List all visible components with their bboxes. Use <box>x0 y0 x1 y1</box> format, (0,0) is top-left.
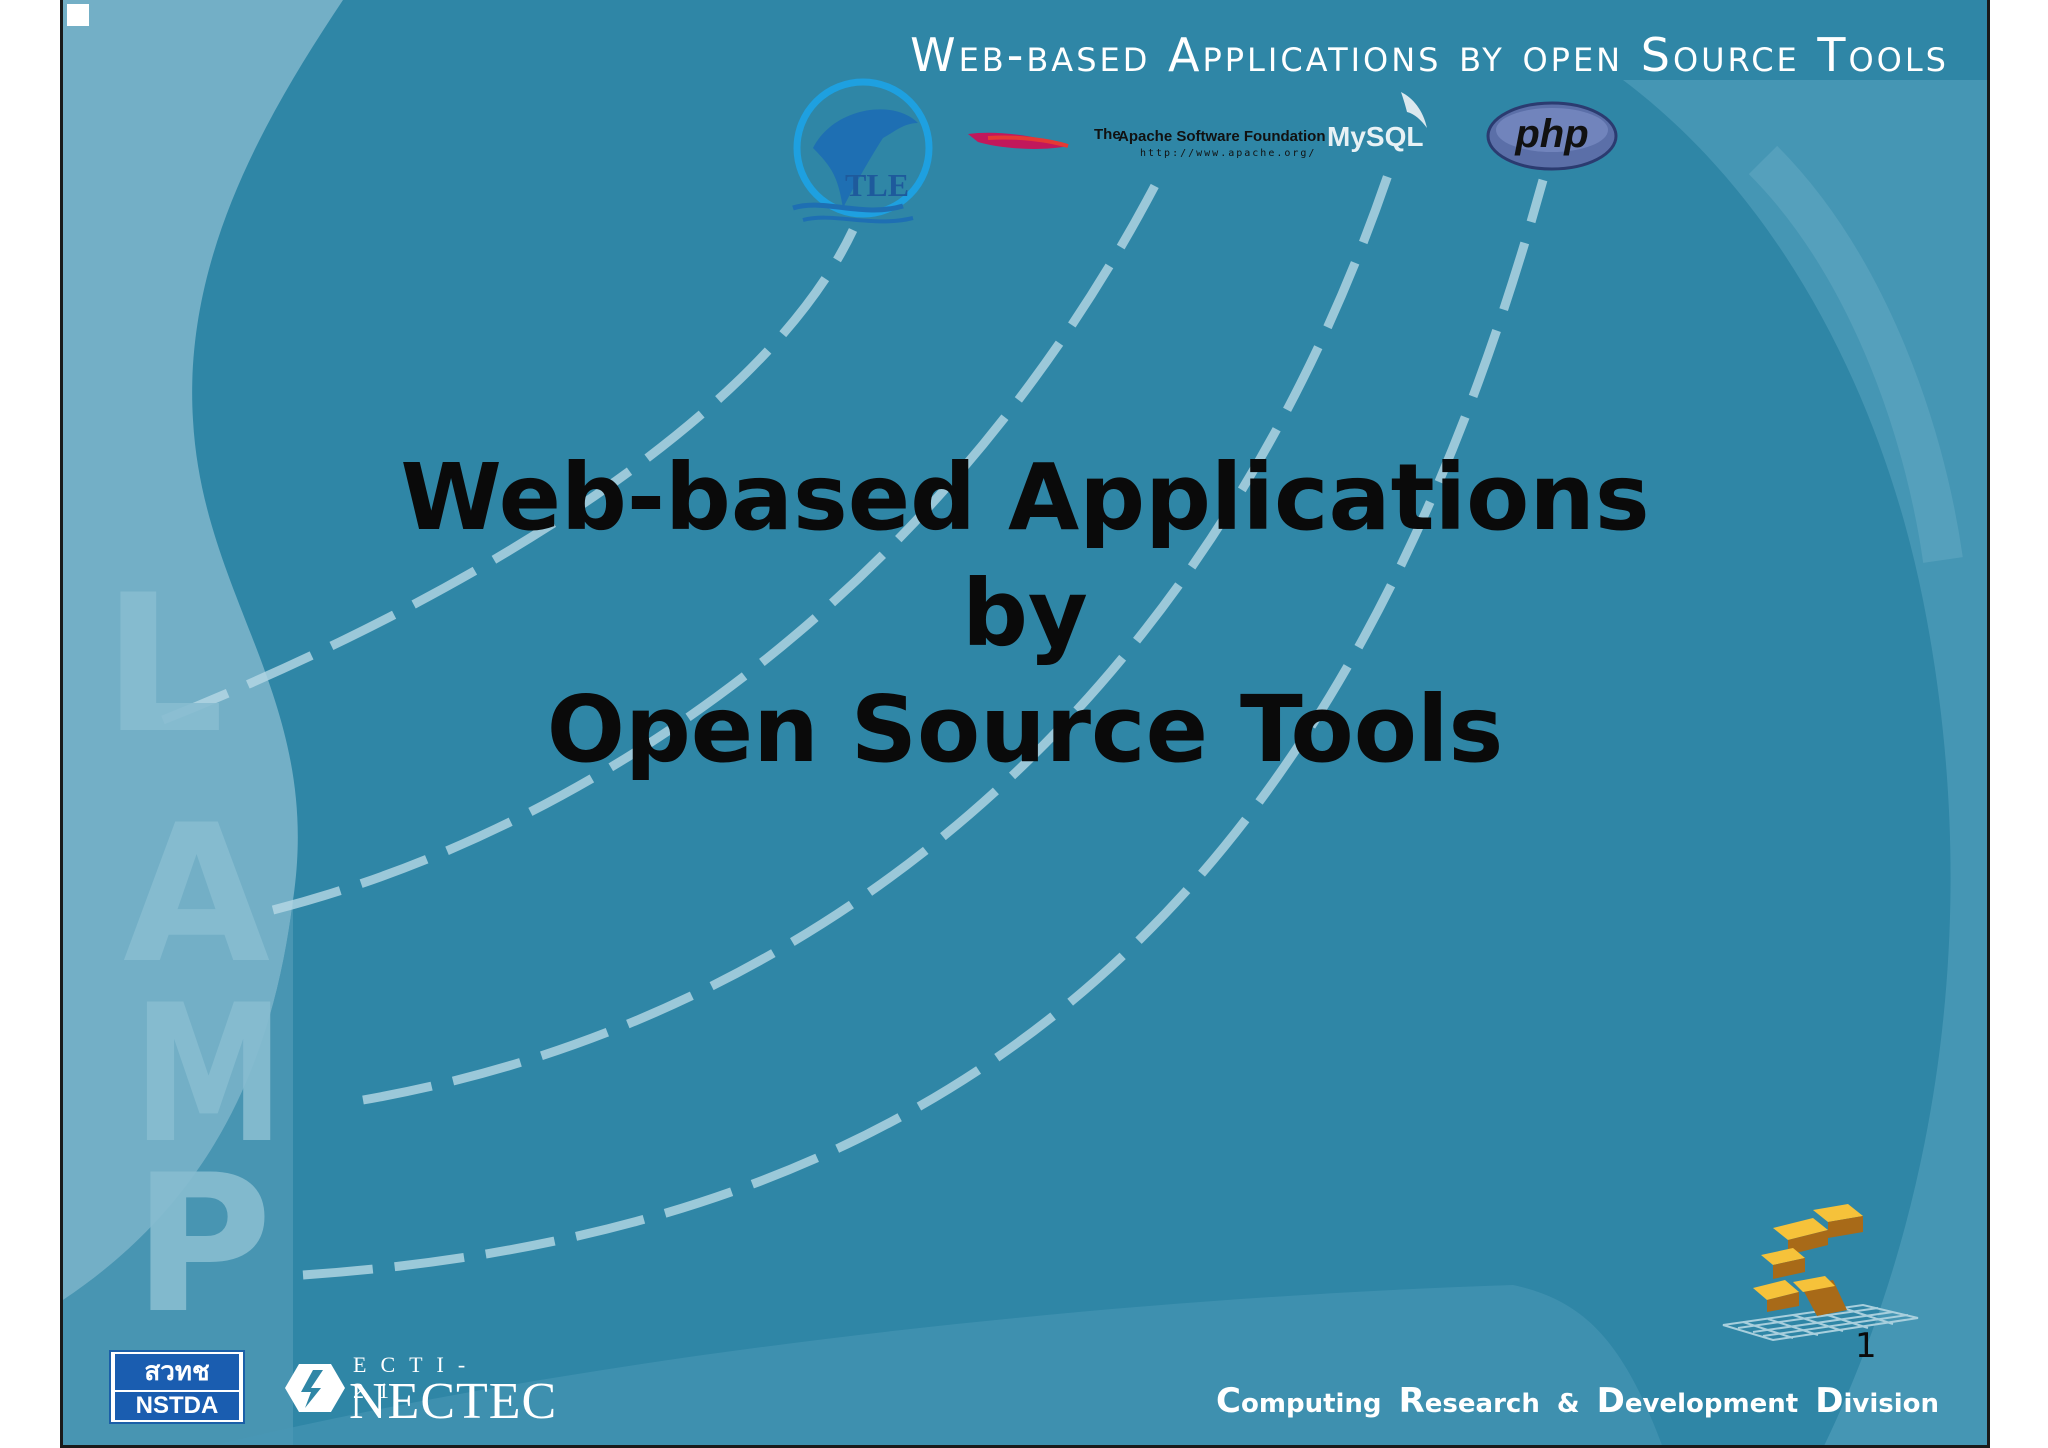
php-text: php <box>1514 112 1588 156</box>
page-number: 1 <box>1855 1326 1877 1366</box>
dolphin-mysql-icon <box>1401 92 1427 128</box>
crd-block-logo <box>1713 1200 1923 1370</box>
title-line-2: by <box>962 560 1088 667</box>
header-title: Web-based Applications by open Source To… <box>910 28 1949 82</box>
title-line-3: Open Source Tools <box>546 676 1504 783</box>
apache-prefix: The <box>1094 126 1121 143</box>
division-word: & <box>1556 1389 1580 1419</box>
apache-logo: The Apache Software Foundation http://ww… <box>968 122 1368 162</box>
division-word: Division <box>1815 1381 1939 1421</box>
background-graphics <box>63 0 1987 1445</box>
lamp-letter-m: M <box>133 964 285 1185</box>
dolphin-icon: TLE <box>792 78 933 224</box>
blocks-icon <box>1722 1204 1919 1342</box>
lamp-letter-a: A <box>123 784 271 1005</box>
slide-title: Web-based Applications by Open Source To… <box>63 440 1987 788</box>
division-word: Computing <box>1216 1381 1382 1421</box>
division-word: Development <box>1596 1381 1799 1421</box>
apache-url: http://www.apache.org/ <box>1140 148 1316 159</box>
mysql-text: MySQL <box>1327 121 1423 152</box>
lamp-letter-l: L <box>103 554 225 775</box>
slide: L A M P Web-based Applications by open S… <box>60 0 1990 1448</box>
apache-name: Apache Software Foundation <box>1118 128 1326 145</box>
nectec-text: NECTEC <box>349 1373 558 1430</box>
nectec-mark-icon <box>285 1364 345 1412</box>
division-name: Computing Research & Development Divisio… <box>1216 1381 1939 1421</box>
corner-marker <box>67 4 89 26</box>
tle-logo: TLE <box>783 78 963 228</box>
tle-text: TLE <box>845 167 909 203</box>
nstda-logo: สวทช NSTDA <box>109 1350 245 1424</box>
title-line-1: Web-based Applications <box>400 444 1650 551</box>
php-logo: php <box>1485 100 1619 172</box>
ecti-text: ECTI-21 <box>353 1352 480 1403</box>
nstda-text: NSTDA <box>115 1392 239 1420</box>
division-word: Research <box>1398 1381 1540 1421</box>
nstda-thai-text: สวทช <box>115 1354 239 1390</box>
lamp-letter-p: P <box>133 1134 273 1355</box>
mysql-logo: MySQL <box>1323 88 1453 158</box>
